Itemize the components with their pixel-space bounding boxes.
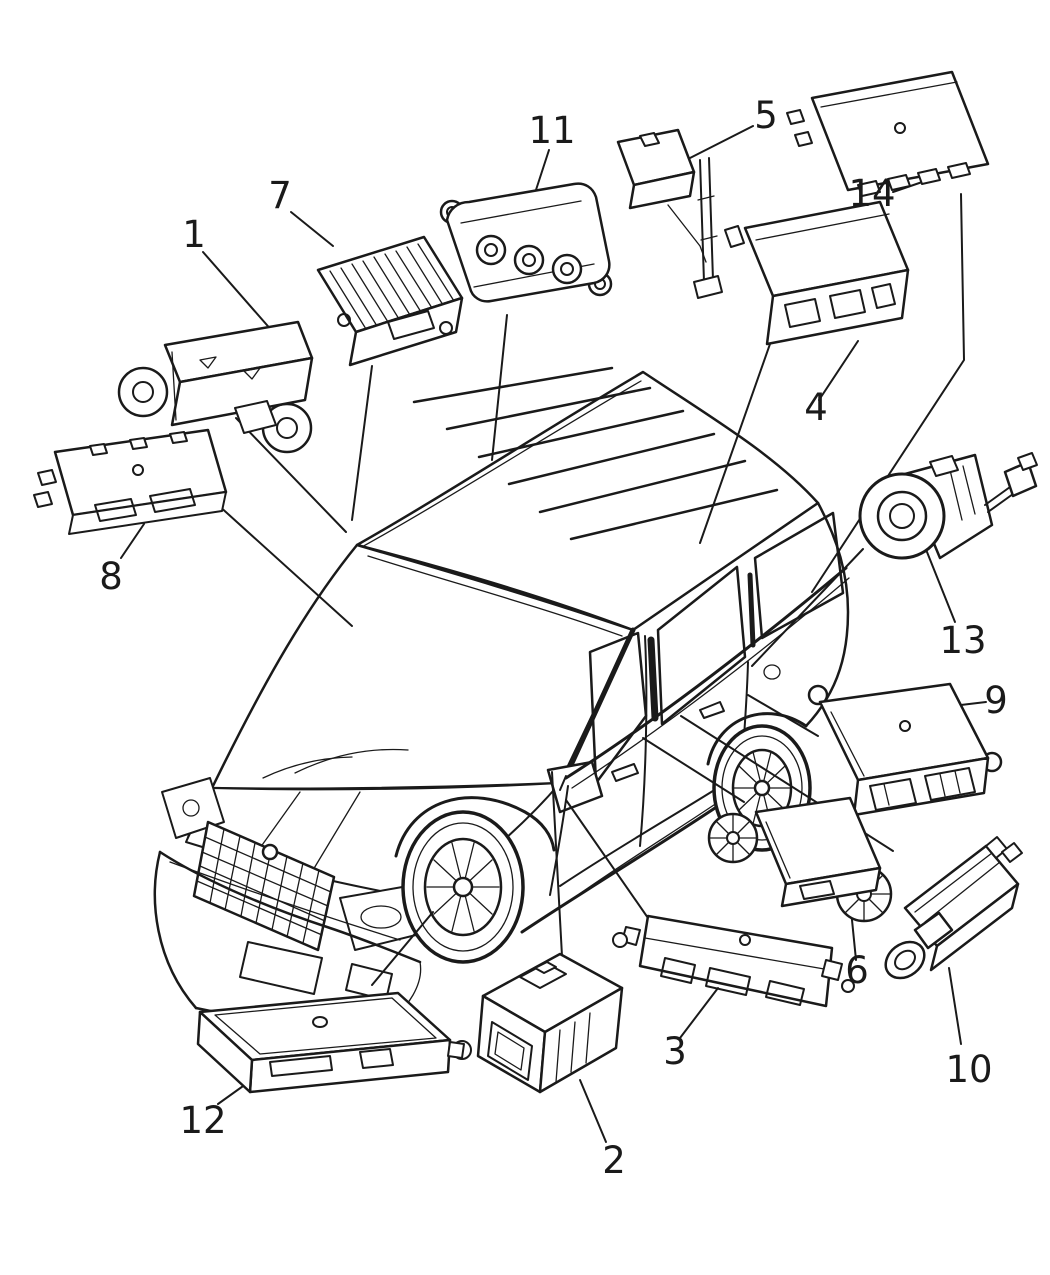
- callout-labels: 1 7 11 5 14 4 8 13 9 6 10 3 2 12: [99, 94, 1008, 1182]
- leader-10-label: [948, 967, 962, 1045]
- leader-11-label: [533, 149, 550, 197]
- leader-5-label: [689, 125, 754, 159]
- part-7-module: [316, 235, 464, 367]
- leader-4-van: [699, 306, 784, 544]
- leader-1-van: [235, 417, 347, 533]
- leader-6-van: [642, 737, 745, 803]
- part-13-module: [858, 452, 1038, 560]
- part-10-module: [884, 836, 1023, 980]
- callout-label-8: 8: [99, 555, 123, 598]
- part-9-module: [807, 682, 1003, 817]
- callout-label-9: 9: [984, 679, 1008, 722]
- leader-4-label: [818, 340, 859, 401]
- part-2-module: [476, 952, 624, 1094]
- fuel-door: [763, 664, 781, 680]
- front-wheel: [394, 796, 556, 964]
- callout-label-1: 1: [182, 213, 206, 256]
- part-8-module: [33, 428, 228, 535]
- callout-label-13: 13: [939, 619, 986, 662]
- callout-label-5: 5: [754, 94, 778, 137]
- part-4-module: [724, 200, 910, 346]
- brand-badge-icon: [261, 843, 279, 861]
- callout-label-4: 4: [804, 386, 828, 429]
- callout-label-7: 7: [268, 174, 292, 217]
- door-handle-sliding: [699, 701, 725, 719]
- door-handle-front: [611, 763, 639, 782]
- part-3-module: [612, 914, 855, 1008]
- grommet-left: [707, 812, 759, 864]
- van-side-windows: [563, 511, 845, 785]
- leader-13-van: [751, 548, 864, 667]
- van-roof: [350, 366, 820, 632]
- callout-label-3: 3: [663, 1030, 687, 1073]
- callout-label-12: 12: [179, 1099, 226, 1142]
- leader-7-van: [351, 365, 373, 521]
- leader-2-van: [551, 771, 563, 957]
- leader-11-van: [491, 314, 508, 461]
- leader-3-van: [565, 799, 649, 919]
- leader-7-label: [290, 211, 334, 247]
- leader-3-label: [679, 987, 719, 1039]
- callout-label-14: 14: [848, 172, 895, 215]
- van-windshield: [210, 543, 635, 791]
- part-6-module: [707, 796, 893, 923]
- leader-12-van: [371, 911, 434, 986]
- leader-8-van: [216, 503, 353, 627]
- leader-13-label: [922, 541, 956, 623]
- part-11-module: [439, 182, 613, 303]
- part-14-module: [786, 70, 990, 197]
- callout-label-6: 6: [845, 949, 869, 992]
- vehicle-illustration: [153, 366, 850, 1027]
- leader-9-van: [747, 694, 819, 737]
- callout-label-2: 2: [602, 1139, 626, 1182]
- part-1-module: [117, 320, 314, 454]
- side-mirror: [546, 760, 604, 814]
- license-plate-recess: [239, 941, 323, 995]
- callout-label-11: 11: [528, 109, 575, 152]
- leader-8-label: [120, 523, 145, 559]
- part-5-module: [616, 128, 723, 299]
- leader-2-label: [579, 1079, 607, 1143]
- callout-label-10: 10: [945, 1048, 992, 1091]
- part-12-module: [196, 991, 472, 1094]
